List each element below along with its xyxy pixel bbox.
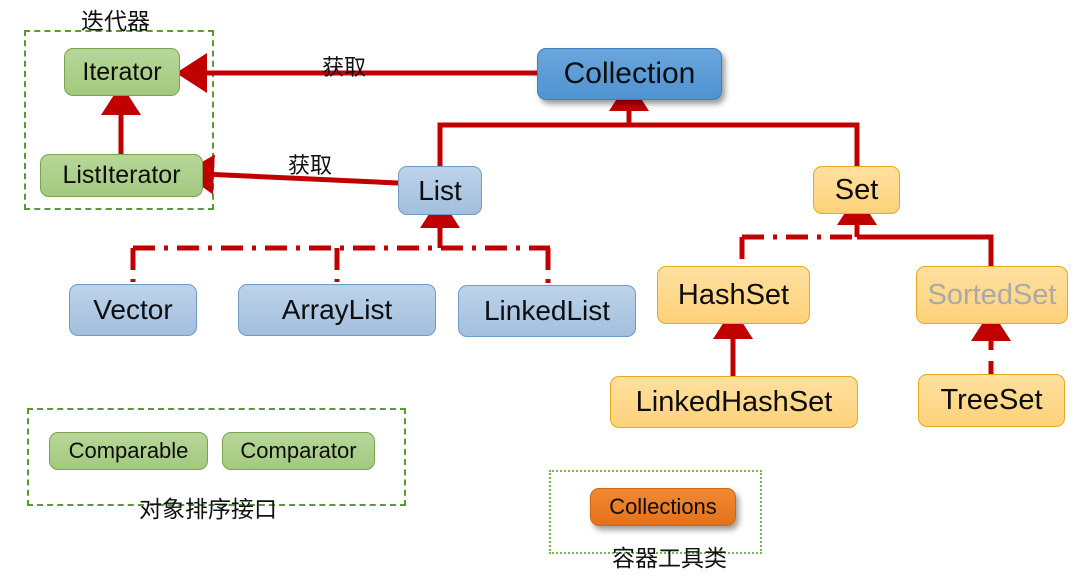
node-collections[interactable]: Collections: [590, 488, 736, 526]
edge-bus-collection: [437, 122, 860, 167]
edge-sortedset-set: [857, 234, 994, 268]
node-iterator[interactable]: Iterator: [64, 48, 180, 96]
node-comparable[interactable]: Comparable: [49, 432, 208, 470]
node-list-iterator[interactable]: ListIterator: [40, 154, 203, 197]
group-comparing: [27, 408, 406, 506]
node-vector-label: Vector: [93, 294, 173, 325]
edge-label-list-listiterator: 获取: [288, 154, 333, 179]
node-linked-list-label: LinkedList: [483, 295, 611, 326]
node-list[interactable]: List: [398, 166, 482, 215]
node-iterator-label: Iterator: [82, 57, 162, 86]
node-list-iterator-label: ListIterator: [62, 161, 181, 189]
group-iterator: [24, 30, 214, 210]
group-utility: [549, 470, 762, 554]
node-list-label: List: [418, 174, 462, 206]
group-utility-label: 容器工具类: [612, 546, 727, 572]
node-comparator[interactable]: Comparator: [222, 432, 375, 470]
node-array-list-label: ArrayList: [281, 294, 393, 325]
node-linked-hash-set-label: LinkedHashSet: [635, 385, 833, 418]
edge-label-collection-iterator: 获取: [322, 56, 367, 81]
node-set[interactable]: Set: [813, 166, 900, 214]
node-sorted-set[interactable]: SortedSet: [916, 266, 1068, 324]
node-tree-set[interactable]: TreeSet: [918, 374, 1065, 427]
node-comparable-label: Comparable: [68, 438, 189, 463]
node-hash-set-label: HashSet: [677, 278, 790, 311]
group-iterator-label: 迭代器: [81, 9, 150, 35]
node-sorted-set-label: SortedSet: [927, 278, 1057, 311]
node-array-list[interactable]: ArrayList: [238, 284, 436, 336]
node-tree-set-label: TreeSet: [940, 384, 1043, 416]
node-collection[interactable]: Collection: [537, 48, 722, 100]
group-comparing-label: 对象排序接口: [139, 497, 277, 523]
node-vector[interactable]: Vector: [69, 284, 197, 336]
node-collections-label: Collections: [609, 494, 717, 519]
node-collection-label: Collection: [563, 57, 696, 90]
node-set-label: Set: [834, 173, 879, 206]
node-hash-set[interactable]: HashSet: [657, 266, 810, 324]
node-linked-hash-set[interactable]: LinkedHashSet: [610, 376, 858, 428]
node-linked-list[interactable]: LinkedList: [458, 285, 636, 337]
node-comparator-label: Comparator: [240, 438, 357, 463]
